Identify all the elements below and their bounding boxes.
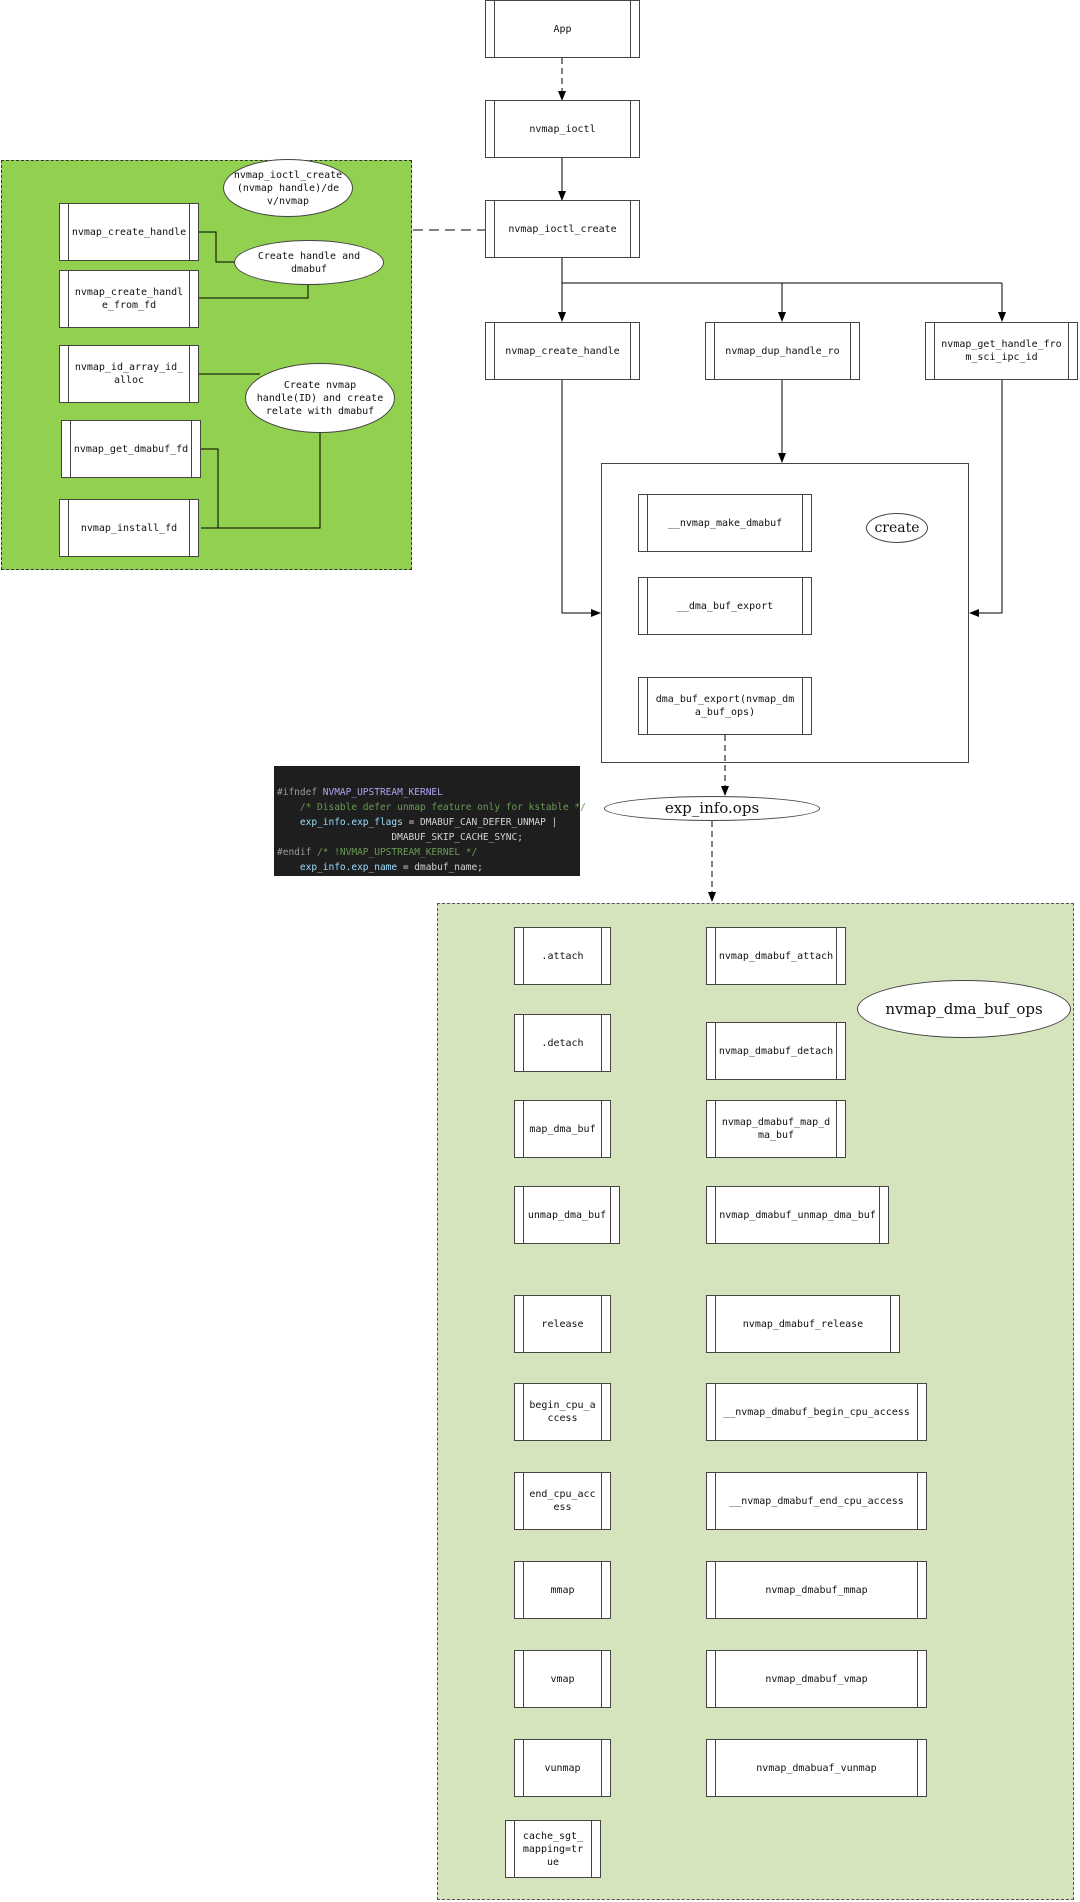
panel-id-array-alloc-node: nvmap_id_array_id_alloc xyxy=(59,345,199,403)
panel-create-handle-node: nvmap_create_handle xyxy=(59,203,199,261)
op-unmap-dma-buf: unmap_dma_buf xyxy=(514,1186,620,1244)
fn-detach: nvmap_dmabuf_detach xyxy=(706,1022,846,1080)
nvmap-create-handle-node: nvmap_create_handle xyxy=(485,322,640,380)
app-node: App xyxy=(485,0,640,58)
nvmap-make-dmabuf-node: __nvmap_make_dmabuf xyxy=(638,494,812,552)
op-begin-cpu-access: begin_cpu_access xyxy=(514,1383,611,1441)
op-vunmap: vunmap xyxy=(514,1739,611,1797)
op-mmap: mmap xyxy=(514,1561,611,1619)
fn-unmap-dma-buf: nvmap_dmabuf_unmap_dma_buf xyxy=(706,1186,889,1244)
op-end-cpu-access: end_cpu_access xyxy=(514,1472,611,1530)
fn-map-dma-buf: nvmap_dmabuf_map_dma_buf xyxy=(706,1100,846,1158)
op-map-dma-buf: map_dma_buf xyxy=(514,1100,611,1158)
nvmap-dup-handle-ro-node: nvmap_dup_handle_ro xyxy=(705,322,860,380)
dma-buf-ops-title: nvmap_dma_buf_ops xyxy=(857,980,1071,1038)
nvmap-ioctl-create-node: nvmap_ioctl_create xyxy=(485,200,640,258)
fn-mmap: nvmap_dmabuf_mmap xyxy=(706,1561,927,1619)
handle-dmabuf-note: Create handle and dmabuf xyxy=(234,240,384,285)
exp-info-ops-node: exp_info.ops xyxy=(604,796,820,821)
panel-create-handle-from-fd-node: nvmap_create_handle_from_fd xyxy=(59,270,199,328)
fn-attach: nvmap_dmabuf_attach xyxy=(706,927,846,985)
ioctl-create-note: nvmap_ioctl_create(nvmap handle)/dev/nvm… xyxy=(223,159,353,217)
panel-install-fd-node: nvmap_install_fd xyxy=(59,499,199,557)
panel-get-dmabuf-fd-node: nvmap_get_dmabuf_fd xyxy=(61,420,201,478)
fn-vunmap: nvmap_dmabuaf_vunmap xyxy=(706,1739,927,1797)
op-vmap: vmap xyxy=(514,1650,611,1708)
fn-release: nvmap_dmabuf_release xyxy=(706,1295,900,1353)
fn-vmap: nvmap_dmabuf_vmap xyxy=(706,1650,927,1708)
dma-buf-export-call-node: dma_buf_export(nvmap_dma_buf_ops) xyxy=(638,677,812,735)
fn-end-cpu-access: __nvmap_dmabuf_end_cpu_access xyxy=(706,1472,927,1530)
relate-dmabuf-note: Create nvmap handle(ID) and create relat… xyxy=(245,363,395,433)
code-snippet: #ifndef NVMAP_UPSTREAM_KERNEL /* Disable… xyxy=(274,766,586,876)
nvmap-ioctl-node: nvmap_ioctl xyxy=(485,100,640,158)
op-detach: .detach xyxy=(514,1014,611,1072)
cache-sgt-mapping-node: cache_sgt_mapping=true xyxy=(505,1820,601,1878)
op-attach: .attach xyxy=(514,927,611,985)
fn-begin-cpu-access: __nvmap_dmabuf_begin_cpu_access xyxy=(706,1383,927,1441)
nvmap-get-handle-from-sci-node: nvmap_get_handle_from_sci_ipc_id xyxy=(925,322,1078,380)
dma-buf-export-inner-node: __dma_buf_export xyxy=(638,577,812,635)
create-label: create xyxy=(866,513,928,543)
op-release: release xyxy=(514,1295,611,1353)
